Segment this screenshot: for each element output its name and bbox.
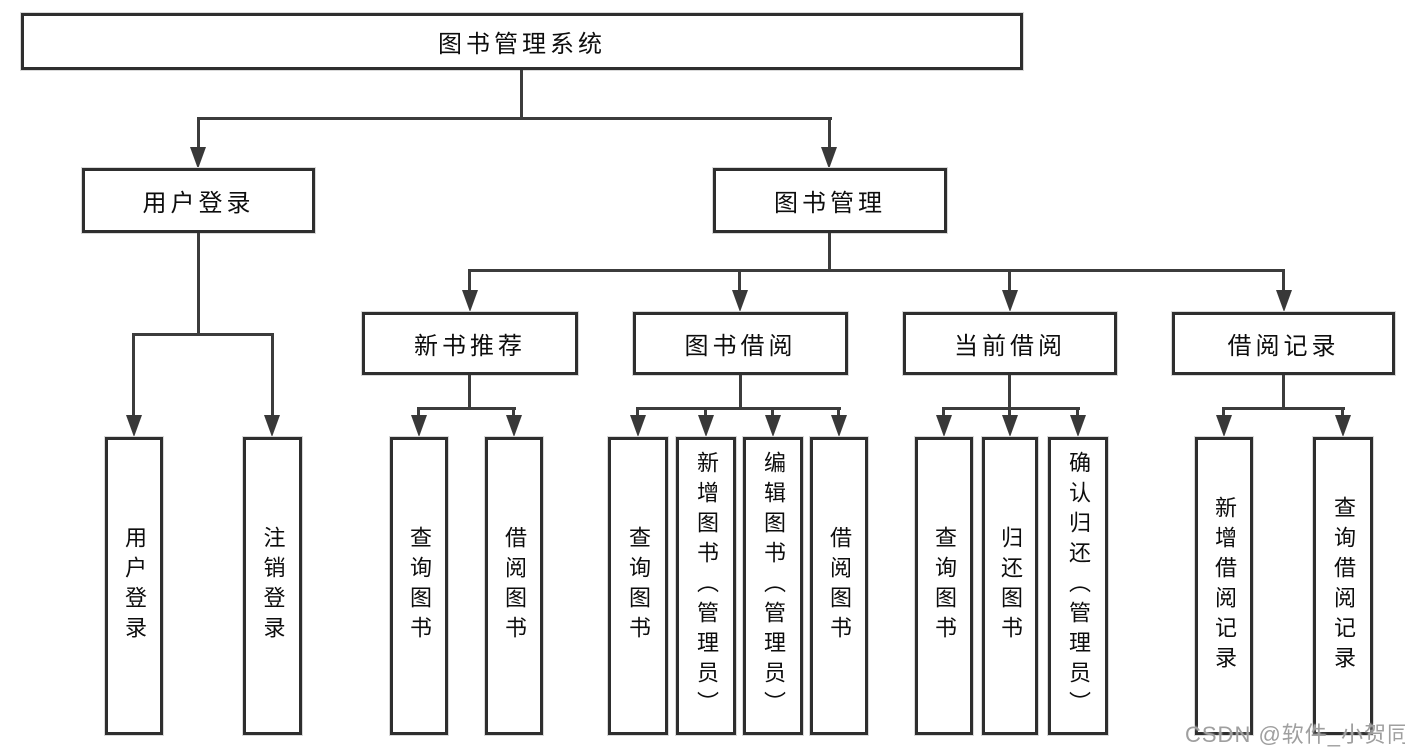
arrow-down-icon	[831, 415, 847, 437]
connector-hline	[132, 333, 274, 336]
leaf-user-login: 用户登录	[105, 437, 163, 735]
connector-vline	[828, 117, 831, 150]
arrow-down-icon	[462, 290, 478, 312]
arrow-down-icon	[1216, 415, 1232, 437]
arrow-down-icon	[732, 290, 748, 312]
arrow-down-icon	[411, 415, 427, 437]
node-book-borrow: 图书借阅	[633, 312, 848, 375]
connector-vline	[468, 269, 471, 292]
connector-hline	[417, 407, 516, 410]
leaf-edit-book-admin: 编辑图书（管理员）	[743, 437, 803, 735]
connector-vline	[1282, 375, 1285, 410]
connector-vline	[197, 117, 200, 150]
connector-vline	[942, 407, 945, 417]
connector-vline	[828, 233, 831, 272]
connector-vline	[1008, 375, 1011, 410]
connector-vline	[704, 407, 707, 417]
leaf-borrow-book: 借阅图书	[485, 437, 543, 735]
leaf-logout: 注销登录	[243, 437, 302, 735]
connector-hline	[636, 407, 841, 410]
leaf-borrow-book: 借阅图书	[810, 437, 868, 735]
arrow-down-icon	[1276, 290, 1292, 312]
leaf-add-borrow-record: 新增借阅记录	[1195, 437, 1253, 735]
leaf-query-book: 查询图书	[608, 437, 668, 735]
arrow-down-icon	[126, 415, 142, 437]
connector-vline	[132, 333, 135, 417]
connector-vline	[1282, 269, 1285, 292]
leaf-query-borrow-record: 查询借阅记录	[1313, 437, 1373, 735]
connector-vline	[837, 407, 840, 417]
arrow-down-icon	[765, 415, 781, 437]
connector-hline	[197, 117, 832, 120]
connector-vline	[417, 407, 420, 417]
arrow-down-icon	[821, 147, 837, 169]
arrow-down-icon	[1002, 290, 1018, 312]
arrow-down-icon	[698, 415, 714, 437]
node-borrow-record: 借阅记录	[1172, 312, 1395, 375]
connector-vline	[512, 407, 515, 417]
leaf-query-book: 查询图书	[915, 437, 973, 735]
connector-vline	[468, 375, 471, 410]
connector-vline	[738, 269, 741, 292]
csdn-watermark: CSDN @软件_小贺同学	[1185, 722, 1405, 747]
connector-vline	[1008, 269, 1011, 292]
leaf-query-book: 查询图书	[390, 437, 448, 735]
connector-vline	[1341, 407, 1344, 417]
connector-vline	[1076, 407, 1079, 417]
node-book-management: 图书管理	[713, 168, 947, 233]
node-library-management-system: 图书管理系统	[21, 13, 1023, 70]
arrow-down-icon	[506, 415, 522, 437]
leaf-confirm-return-admin: 确认归还（管理员）	[1048, 437, 1108, 735]
arrow-down-icon	[1002, 415, 1018, 437]
connector-vline	[739, 375, 742, 410]
leaf-return-book: 归还图书	[982, 437, 1038, 735]
arrow-down-icon	[264, 415, 280, 437]
arrow-down-icon	[936, 415, 952, 437]
node-current-borrow: 当前借阅	[903, 312, 1117, 375]
connector-vline	[1008, 407, 1011, 417]
arrow-down-icon	[1070, 415, 1086, 437]
connector-vline	[1222, 407, 1225, 417]
connector-hline	[942, 407, 1080, 410]
connector-hline	[1222, 407, 1345, 410]
connector-vline	[636, 407, 639, 417]
arrow-down-icon	[1335, 415, 1351, 437]
arrow-down-icon	[630, 415, 646, 437]
connector-hline	[468, 269, 1285, 272]
node-new-book-recommend: 新书推荐	[362, 312, 578, 375]
connector-vline	[271, 333, 274, 417]
node-user-login: 用户登录	[82, 168, 315, 233]
connector-vline	[520, 70, 523, 119]
connector-vline	[771, 407, 774, 417]
leaf-add-book-admin: 新增图书（管理员）	[676, 437, 736, 735]
connector-vline	[197, 233, 200, 335]
arrow-down-icon	[190, 147, 206, 169]
